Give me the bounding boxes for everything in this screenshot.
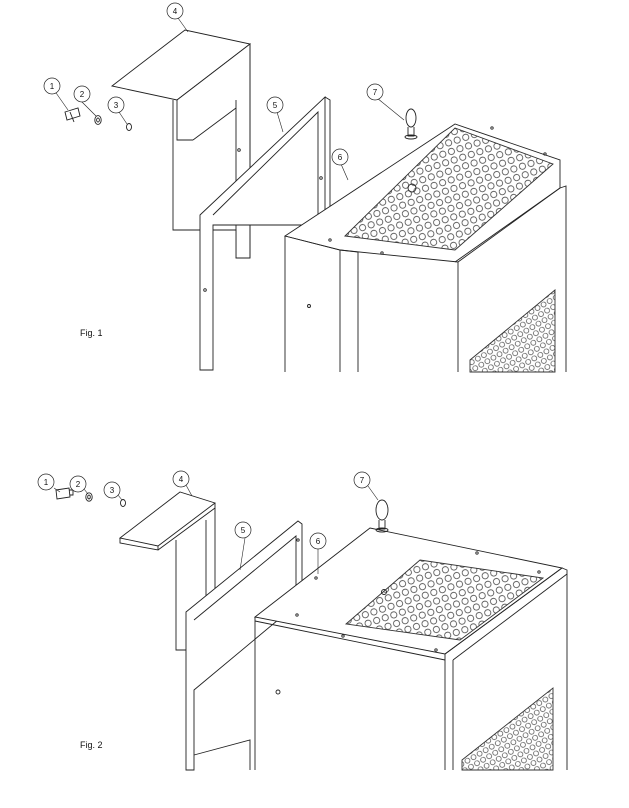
callout-1: 1	[44, 478, 49, 487]
callout-5: 5	[241, 526, 246, 535]
callout-2: 2	[76, 480, 81, 489]
part-7-eye-bolt-fig2	[375, 499, 389, 533]
leader-lines-fig2	[53, 484, 379, 574]
callout-2: 2	[80, 90, 85, 99]
callout-6: 6	[316, 537, 321, 546]
callout-7: 7	[373, 88, 378, 97]
part-5-frame	[199, 95, 331, 371]
part-7-eye-bolt	[404, 108, 418, 140]
callout-4: 4	[179, 475, 184, 484]
callout-5: 5	[273, 101, 278, 110]
callout-labels-fig1: 1 2 3 4 5 6 7	[50, 7, 378, 162]
part-5-frame-fig2	[185, 520, 303, 771]
parts-1-3-fasteners	[64, 107, 132, 131]
callout-4: 4	[173, 7, 178, 16]
figure-2	[37, 470, 568, 771]
callout-labels-fig2: 1 2 3 4 5 6 7	[44, 475, 365, 546]
callout-1: 1	[50, 82, 55, 91]
figure-1-caption: Fig. 1	[80, 328, 103, 338]
callout-3: 3	[110, 486, 115, 495]
callouts-fig1	[43, 2, 384, 166]
callouts-fig2	[37, 470, 371, 550]
figure-1	[43, 2, 567, 373]
callout-3: 3	[114, 101, 119, 110]
callout-6: 6	[338, 153, 343, 162]
enclosure-body-fig1	[283, 123, 567, 373]
callout-7: 7	[360, 476, 365, 485]
figure-2-caption: Fig. 2	[80, 740, 103, 750]
enclosure-body-fig2	[253, 527, 568, 771]
parts-1-3-fasteners-fig2	[55, 487, 126, 507]
